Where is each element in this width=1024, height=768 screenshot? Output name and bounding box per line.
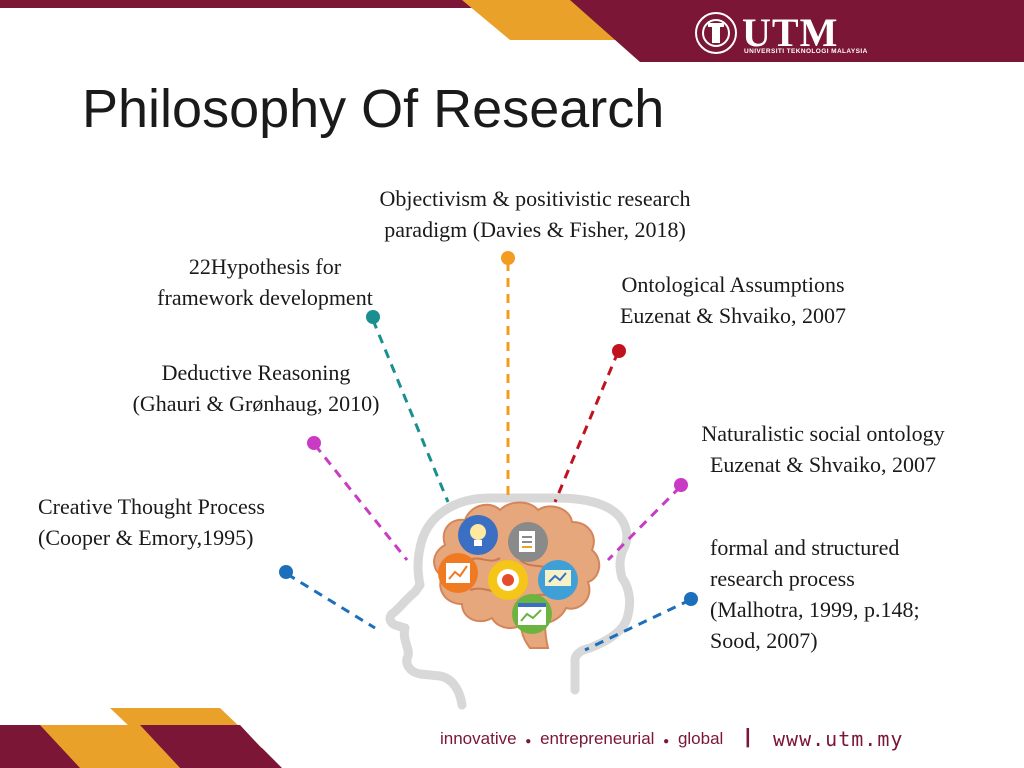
label-formal-line4: Sood, 2007) — [710, 628, 818, 653]
footer-url-link[interactable]: www.utm.my — [773, 727, 904, 751]
connector-ontological — [553, 351, 620, 503]
connector-hypothesis — [371, 319, 450, 503]
connector-naturalistic — [606, 485, 682, 562]
label-formal-line3: (Malhotra, 1999, p.148; — [710, 597, 920, 622]
tagline-bullet-2: ● — [663, 736, 670, 747]
label-hypothesis: 22Hypothesis for framework development — [120, 251, 410, 313]
dot-ontological — [612, 344, 626, 358]
utm-logo-subtitle: UNIVERSITI TEKNOLOGI MALAYSIA — [744, 48, 868, 55]
label-ontological: Ontological Assumptions Euzenat & Shvaik… — [588, 269, 878, 331]
label-creative-line2: (Cooper & Emory,1995) — [38, 525, 254, 550]
label-formal-line2: research process — [710, 566, 855, 591]
dot-creative — [279, 565, 293, 579]
presentation-icon — [538, 560, 578, 600]
label-naturalistic: Naturalistic social ontology Euzenat & S… — [666, 418, 980, 480]
head-illustration — [385, 493, 635, 710]
dot-naturalistic — [674, 478, 688, 492]
label-hypothesis-line1: 22Hypothesis for — [188, 254, 342, 279]
tagline-global: global — [677, 729, 724, 748]
web-analytics-icon — [512, 594, 552, 634]
label-naturalistic-line2: Euzenat & Shvaiko, 2007 — [709, 452, 937, 477]
label-objectivism: Objectivism & positivistic research para… — [340, 183, 730, 245]
page-title: Philosophy Of Research — [82, 79, 665, 139]
label-formal: formal and structured research process (… — [710, 532, 920, 656]
label-deductive-line2: (Ghauri & Grønhaug, 2010) — [132, 391, 380, 416]
document-icon — [508, 522, 548, 562]
tagline-bullet-1: ● — [525, 736, 532, 747]
chart-icon — [438, 553, 478, 593]
label-hypothesis-line2: framework development — [157, 285, 373, 310]
label-formal-line1: formal and structured — [710, 535, 900, 560]
utm-logo-text: UTM — [742, 10, 839, 55]
label-deductive: Deductive Reasoning (Ghauri & Grønhaug, … — [96, 357, 416, 419]
label-objectivism-line1: Objectivism & positivistic research — [379, 186, 691, 211]
dot-hypothesis — [366, 310, 380, 324]
label-creative-line1: Creative Thought Process — [38, 494, 265, 519]
footer-divider: | — [745, 726, 751, 748]
label-objectivism-line2: paradigm (Davies & Fisher, 2018) — [384, 217, 686, 242]
connector-formal — [584, 598, 691, 652]
label-creative: Creative Thought Process (Cooper & Emory… — [38, 491, 265, 553]
connector-lines — [286, 262, 691, 652]
label-naturalistic-line1: Naturalistic social ontology — [701, 421, 945, 446]
connector-deductive — [313, 444, 409, 561]
target-icon — [488, 560, 528, 600]
connector-creative — [286, 572, 376, 630]
label-ontological-line2: Euzenat & Shvaiko, 2007 — [619, 303, 847, 328]
utm-emblem — [695, 12, 737, 54]
bulb-icon — [458, 515, 498, 555]
dot-objectivism — [501, 251, 515, 265]
label-deductive-line1: Deductive Reasoning — [161, 360, 351, 385]
tagline-entrepreneurial: entrepreneurial — [540, 729, 655, 748]
label-ontological-line1: Ontological Assumptions — [621, 272, 845, 297]
tagline-innovative: innovative — [440, 729, 517, 748]
footer-tagline: innovative ● entrepreneurial ● global — [440, 729, 723, 749]
connector-dots — [279, 251, 698, 606]
dot-formal — [684, 592, 698, 606]
top-banner — [0, 0, 1024, 66]
bottom-banner — [0, 708, 282, 768]
dot-deductive — [307, 436, 321, 450]
